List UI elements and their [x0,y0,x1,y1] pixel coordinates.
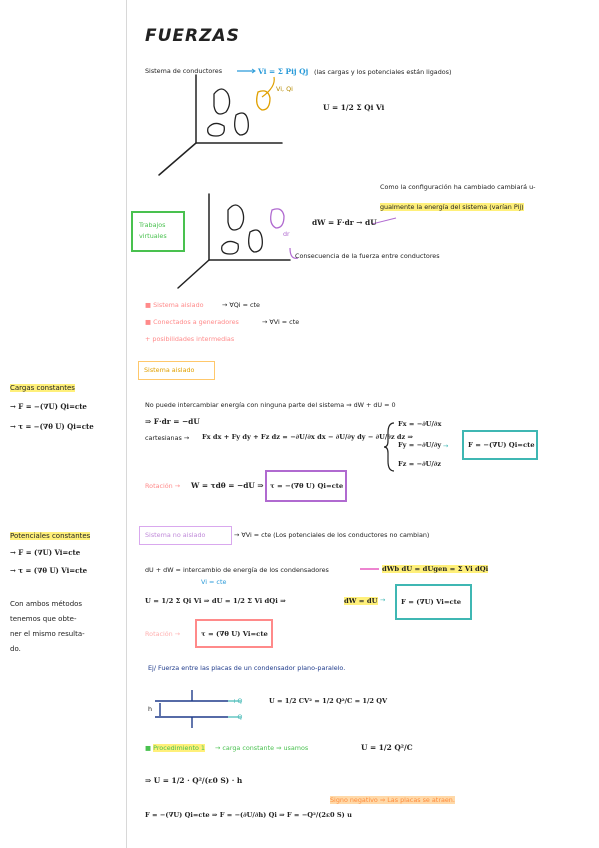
force-cte-box [395,584,472,620]
isolated-line-2: ⇒ F·dr = −dU [145,417,200,426]
capacitor-sketch [155,690,228,728]
rotation-equation: W = τdθ = −dU ⇒ [191,481,264,490]
charge-label: Vi, Qi [276,85,293,93]
axes-sketch-1 [158,74,283,176]
case-intermediate: + posibilidades intermedias [145,335,235,343]
isolated-label: Sistema aislado [144,366,195,374]
case-isolated: ■ Sistema aislado [145,301,204,309]
charges-note: (las cargas y los potenciales están liga… [314,68,452,76]
cartesian-equation: Fx dx + Fy dy + Fz dz = −∂U/∂x dx − ∂U/∂… [202,433,414,441]
consequence-label: Consecuencia de la fuerza entre conducto… [295,252,440,260]
torque-cte-box [195,619,273,648]
non-isolated-label: Sistema no aislado [145,531,206,539]
procedure-equation: U = 1/2 Q²/C [361,743,413,752]
procedure-label: ■ Procedimiento 1 [145,744,205,752]
rotation-label: Rotación → [145,482,181,490]
virtual-work-label: Trabajos virtuales [139,221,167,240]
arrow-icon: → [443,442,449,450]
work-equation: dW = F·dr → dU [312,218,377,227]
height-label: h [148,705,153,713]
virtual-work-box [131,211,185,252]
plus-q-label: +Q [232,697,243,705]
exchange-line: dU + dW = intercambio de energía de los … [145,566,329,574]
case-isolated-eq: → ∀Qi = cte [222,301,260,309]
margin-line [126,0,127,848]
non-isolated-box [139,526,232,545]
force-h-equation: F = −(∇U) Qi=cte ⇒ F = −(∂U/∂h) Qi ⇒ F =… [145,811,352,819]
case-generators-eq: → ∀Vi = cte [262,318,300,326]
isolated-line-1: No puede intercambiar energía con ningun… [145,401,396,409]
config-note-2: gualmente la energía del sistema (varían… [380,203,524,211]
force-result-box [462,430,538,460]
sidebar-charges-title: Cargas constantes [10,384,75,392]
force-result: F = −(∇U) Qi=cte [468,441,535,449]
energy-equation: U = 1/2 Σ Qi Vi [323,103,385,112]
case-generators: ■ Conectados a generadores [145,318,239,326]
fx-equation: Fx = −∂U/∂x [398,420,442,428]
fy-equation: Fy = −∂U/∂y [398,441,442,449]
sidebar-paragraph-1: Con ambos métodos [10,600,83,608]
potential-equation: Vi = Σ Pij Qj [258,67,309,76]
dr-label: dr [283,230,290,238]
sidebar-paragraph-4: do. [10,645,21,653]
sidebar-potentials-torque: → τ = (∇θ U) Vi=cte [10,566,88,575]
isolated-box [138,361,215,380]
energy-derivation: U = 1/2 Σ Qi Vi ⇒ dU = 1/2 Σ Vi dQi ⇒ [145,597,286,605]
energy-h-equation: ⇒ U = 1/2 · Q²/(ε0 S) · h [145,776,243,785]
arrow-icon: → [380,596,386,604]
torque-result: τ = −(∇θ U) Qi=cte [270,482,344,490]
torque-result-box [265,470,347,502]
non-isolated-eq: → ∀Vi = cte (Los potenciales de los cond… [234,531,430,539]
capacitor-energy: U = 1/2 CV² = 1/2 Q²/C = 1/2 QV [269,697,388,705]
conductors-label: Sistema de conductores [145,67,223,75]
sidebar-potentials-title: Potenciales constantes [10,532,91,540]
sidebar-charges-torque: → τ = −(∇θ U) Qi=cte [10,422,94,431]
example-title: Ej/ Fuerza entre las placas de un conden… [148,664,346,672]
conductors-sketch-2 [221,204,285,255]
rotation-label-2: Rotación → [145,630,181,638]
page-title: FUERZAS [145,26,240,46]
cartesian-label: cartesianas → [145,434,190,442]
sidebar-potentials-force: → F = (∇U) Vi=cte [10,548,81,557]
torque-cte-result: τ = (∇θ U) Vi=cte [201,630,268,638]
sidebar-charges-force: → F = −(∇U) Qi=cte [10,402,87,411]
minus-q-label: −Q [232,713,243,721]
work-equals-energy: dW = dU [344,597,378,605]
exchange-equation: dWb dU = dUgen = Σ Vi dQi [382,565,489,573]
axes-sketch-2 [177,193,291,289]
conductors-sketch-1 [207,88,271,137]
attraction-note: Signo negativo ⇒ Las placas se atraen. [330,796,455,804]
potential-cte-label: Vi = cte [201,578,227,586]
sidebar-paragraph-3: ner el mismo resulta- [10,630,85,638]
force-cte-result: F = (∇U) Vi=cte [401,598,462,606]
procedure-text: → carga constante ⇒ usamos [215,744,309,752]
fz-equation: Fz = −∂U/∂z [398,460,442,468]
sidebar-paragraph-2: tenemos que obte- [10,615,77,623]
config-note-1: Como la configuración ha cambiado cambia… [380,183,536,191]
